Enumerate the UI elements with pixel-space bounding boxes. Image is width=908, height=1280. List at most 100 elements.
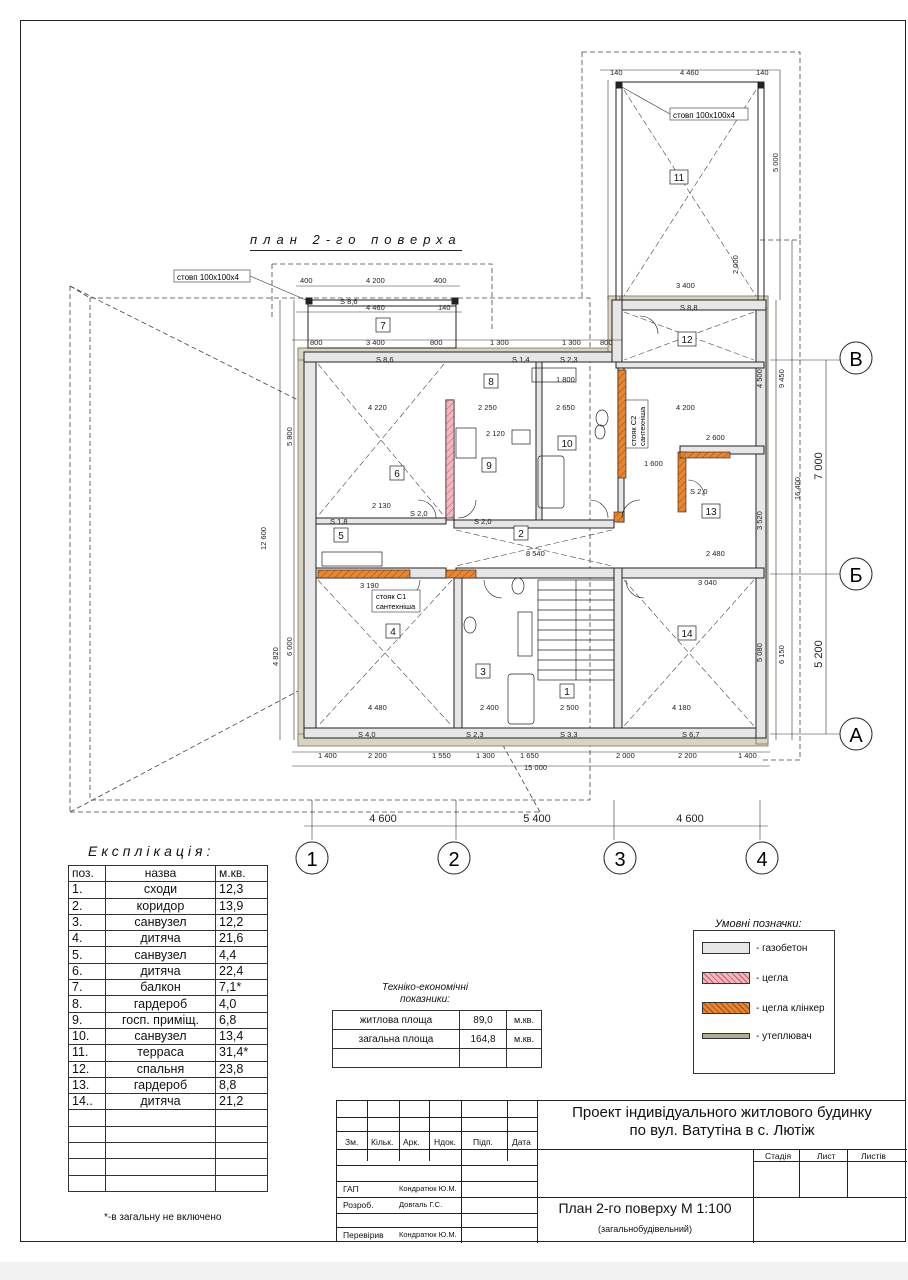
dim-overall-width: 15 000 — [524, 763, 547, 772]
svg-text:13: 13 — [705, 507, 717, 518]
dim-balcony-e: 140 — [438, 303, 451, 312]
dim-right-2: 3 520 — [755, 511, 764, 530]
dim-terrace-b: 4 460 — [680, 68, 699, 77]
project-title-line-1: Проект індивідуального житлового будинку — [572, 1104, 872, 1121]
dim-inner-6: 2 400 — [480, 703, 499, 712]
room-13-tag: 13 — [701, 503, 721, 519]
clinker-brick-swatch — [702, 1002, 750, 1014]
svg-text:стовп 100х100х4: стовп 100х100х4 — [673, 111, 736, 120]
project-title-line-2: по вул. Ватутіна в с. Лютіж — [629, 1122, 815, 1139]
explication-area: 21,6 — [215, 930, 268, 948]
indicators-title-line-1: Техніко-економічні — [381, 982, 469, 993]
grid-axis-v: В — [839, 341, 873, 375]
svg-text:8: 8 — [488, 377, 494, 388]
explication-row — [68, 1109, 268, 1127]
legend-item-clinker-brick: - цегла клінкер — [702, 1001, 825, 1015]
dim-inner-5: 4 480 — [368, 703, 387, 712]
dim-bot-6: 2 000 — [616, 751, 635, 760]
explication-area: 8,8 — [215, 1076, 268, 1095]
explication-pos: 3. — [68, 913, 106, 932]
stamp-sheet: Лист — [817, 1151, 836, 1161]
grid-axis-2: 2 — [437, 841, 471, 875]
dim-inner-13: 2 480 — [706, 549, 725, 558]
explication-pos: 12. — [68, 1060, 106, 1078]
explication-name — [105, 1158, 216, 1176]
grid-axis-4: 4 — [745, 841, 779, 875]
dim-inner-4: 4 200 — [676, 403, 695, 412]
svg-text:стовп 100х100х4: стовп 100х100х4 — [177, 273, 240, 282]
explication-row — [68, 1158, 268, 1176]
explication-pos: 7. — [68, 979, 106, 997]
header-area: м.кв. — [215, 864, 268, 883]
header-name: назва — [105, 864, 216, 883]
indicator-unit — [506, 1048, 542, 1068]
dim-balcony-c: 400 — [434, 276, 447, 285]
room-diagonals — [317, 89, 757, 727]
drawing-sheet-frame — [20, 20, 906, 1242]
dim-top-5: 1 300 — [562, 338, 581, 347]
room-2-tag: 2 — [513, 525, 529, 541]
explication-pos: 6. — [68, 962, 106, 981]
explication-name: гардероб — [105, 995, 216, 1013]
dim-right-7: 2 000 — [731, 255, 740, 274]
stamp-col-pidp: Підп. — [473, 1137, 493, 1147]
dim-inner-2: 2 250 — [478, 403, 497, 412]
dim-inner-16: 2 120 — [486, 429, 505, 438]
dim-inner-8: 4 180 — [672, 703, 691, 712]
dim-inner-15: 1 800 — [556, 375, 575, 384]
explication-name — [105, 1142, 216, 1160]
room-4-tag: 4 — [385, 623, 401, 639]
grid-axis-b: Б — [839, 557, 873, 591]
explication-area: 21,2 — [215, 1093, 268, 1111]
indicator-value — [459, 1048, 507, 1068]
room-12-window-area: S 8,8 — [680, 303, 698, 312]
explication-area — [215, 1158, 268, 1176]
room-9-tag: 9 — [481, 457, 497, 473]
project-title: Проект індивідуального житлового будинку… — [538, 1104, 906, 1140]
dim-terrace-a: 140 — [610, 68, 623, 77]
explication-row — [68, 1142, 268, 1160]
explication-row — [68, 1174, 268, 1192]
explication-pos: 13. — [68, 1076, 106, 1095]
balcony-terrace — [305, 81, 765, 349]
stamp-sheets: Листів — [861, 1151, 886, 1161]
room-2-window-area: S 2,0 — [474, 517, 492, 526]
dim-terrace-c: 140 — [756, 68, 769, 77]
room-6-tag: 6 — [389, 465, 405, 481]
explication-pos — [68, 1109, 106, 1127]
sheet-title: План 2-го поверху М 1:100 — [558, 1200, 732, 1216]
explication-area: 23,8 — [215, 1060, 268, 1078]
svg-text:14: 14 — [681, 629, 693, 640]
svg-text:стояк С2: стояк С2 — [629, 416, 638, 446]
explication-area: 12,3 — [215, 881, 268, 899]
legend-box: - газобетон - цегла - цегла клінкер - ут… — [693, 930, 835, 1074]
room-8-window-area: S 1,4 — [512, 355, 530, 364]
svg-text:стояк С1: стояк С1 — [376, 592, 406, 601]
indicator-name — [332, 1048, 460, 1068]
explication-pos: 11. — [68, 1044, 106, 1062]
explication-pos: 2. — [68, 897, 106, 915]
room-13-window-area: S 2,0 — [690, 487, 708, 496]
svg-text:4: 4 — [390, 627, 396, 638]
room-5-window-area: S 1,8 — [330, 517, 348, 526]
gas-concrete-swatch — [702, 942, 750, 954]
explication-row: 9.госп. приміщ.6,8 — [68, 1011, 268, 1029]
explication-name: коридор — [105, 897, 216, 915]
explication-area: 7,1* — [215, 979, 268, 997]
dim-bot-4: 1 300 — [476, 751, 495, 760]
legend-label: - газобетон — [756, 942, 808, 954]
header-pos: поз. — [68, 864, 106, 883]
indicator-unit: м.кв. — [506, 1010, 542, 1030]
svg-text:2: 2 — [448, 849, 459, 871]
explication-row — [68, 1125, 268, 1144]
dim-inner-17: 1 600 — [644, 459, 663, 468]
axis-spacing-v-b: 7 000 — [813, 452, 825, 480]
legend-label: - утеплювач — [756, 1030, 812, 1042]
